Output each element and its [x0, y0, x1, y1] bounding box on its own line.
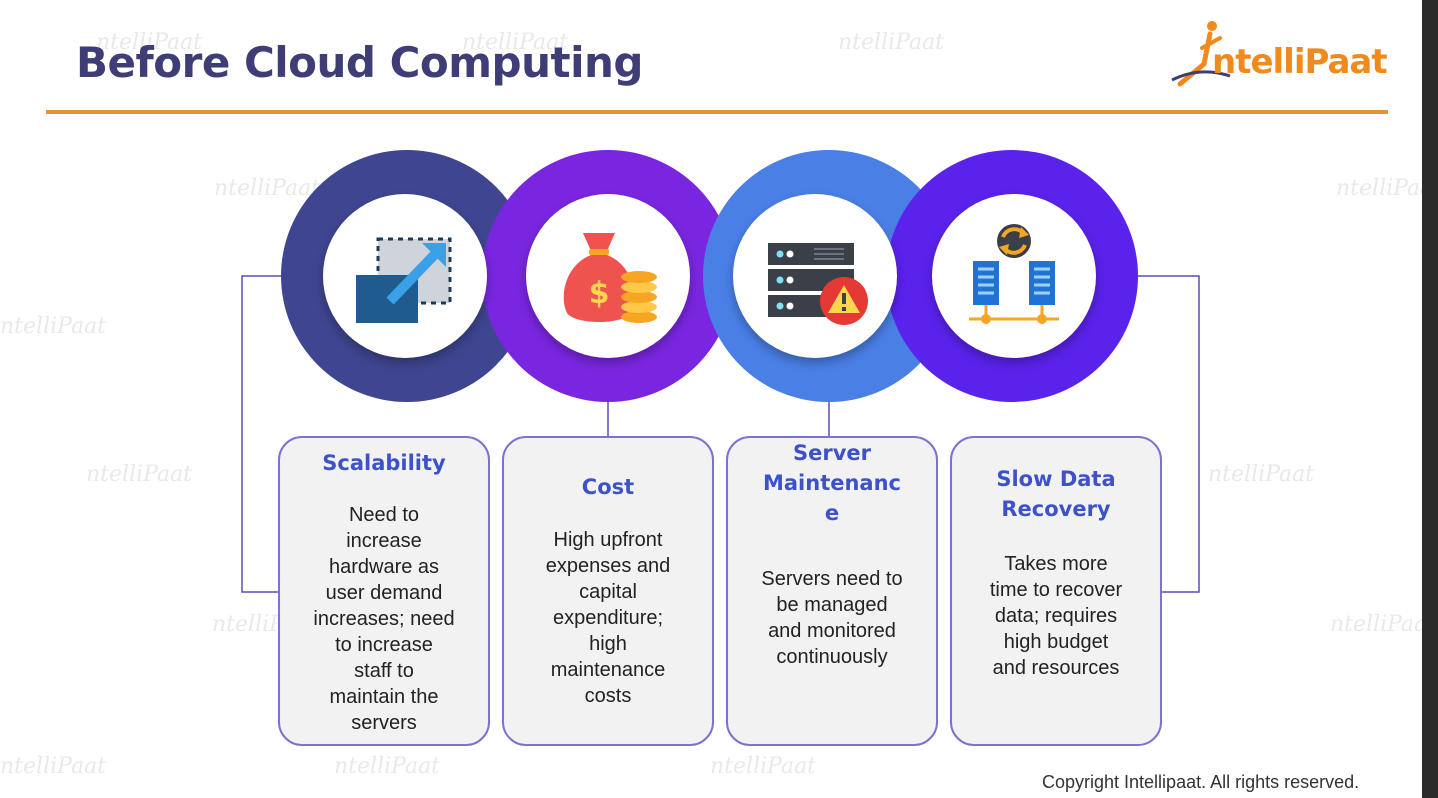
card-description: Takes more time to recover data; require… [989, 553, 1123, 679]
watermark: ntelliPaat [462, 30, 569, 55]
logo-figure-icon [1171, 21, 1231, 87]
icon-disc [733, 194, 897, 358]
intellipaat-logo: ntelliPaat [1170, 18, 1390, 98]
card-scalability: Scalability Need to increase hardware as… [278, 436, 490, 746]
watermark: ntelliPaat [1336, 176, 1422, 201]
watermark: ntelliPaat [0, 314, 107, 339]
card-title: Cost [581, 475, 635, 499]
card-description: Servers need to be managed and monitored… [761, 568, 903, 668]
watermark: ntelliPaat [1208, 462, 1315, 487]
icon-disc [932, 194, 1096, 358]
logo-wordmark: ntelliPaat [1212, 42, 1388, 82]
watermark: ntelliPaat [214, 176, 321, 201]
card-description: High upfront expenses and capital expend… [545, 529, 671, 707]
card-slow-data-recovery: Slow Data Recovery Takes more time to re… [950, 436, 1162, 746]
watermark: ntelliPaat [710, 754, 817, 779]
card-title: Server Maintenanc e [762, 441, 902, 525]
page-title: Before Cloud Computing [76, 38, 643, 87]
title-underline [46, 110, 1388, 114]
svg-text:$: $ [589, 276, 610, 311]
card-cost: Cost High upfront expenses and capital e… [502, 436, 714, 746]
card-description: Need to increase hardware as user demand… [313, 504, 455, 734]
window-edge [1422, 0, 1438, 798]
watermark: ntelliPaat [0, 754, 107, 779]
scale-up-icon [356, 237, 452, 323]
copyright-text: Copyright Intellipaat. All rights reserv… [1042, 772, 1360, 792]
watermark: ntelliPaat [96, 30, 203, 55]
card-server-maintenance: Server Maintenanc e Servers need to be m… [726, 436, 938, 746]
data-recovery-icon [969, 224, 1059, 324]
watermark: ntelliPaat [86, 462, 193, 487]
icon-disc: $ [526, 194, 690, 358]
watermark: ntelliPaat [1330, 612, 1422, 637]
watermark: ntelliPaat [838, 30, 945, 55]
card-title: Scalability [322, 451, 446, 475]
icon-disc [323, 194, 487, 358]
server-warning-icon [768, 243, 868, 325]
card-title: Slow Data Recovery [996, 467, 1116, 521]
watermark: ntelliPaat [334, 754, 441, 779]
money-bag-icon: $ [563, 233, 657, 323]
